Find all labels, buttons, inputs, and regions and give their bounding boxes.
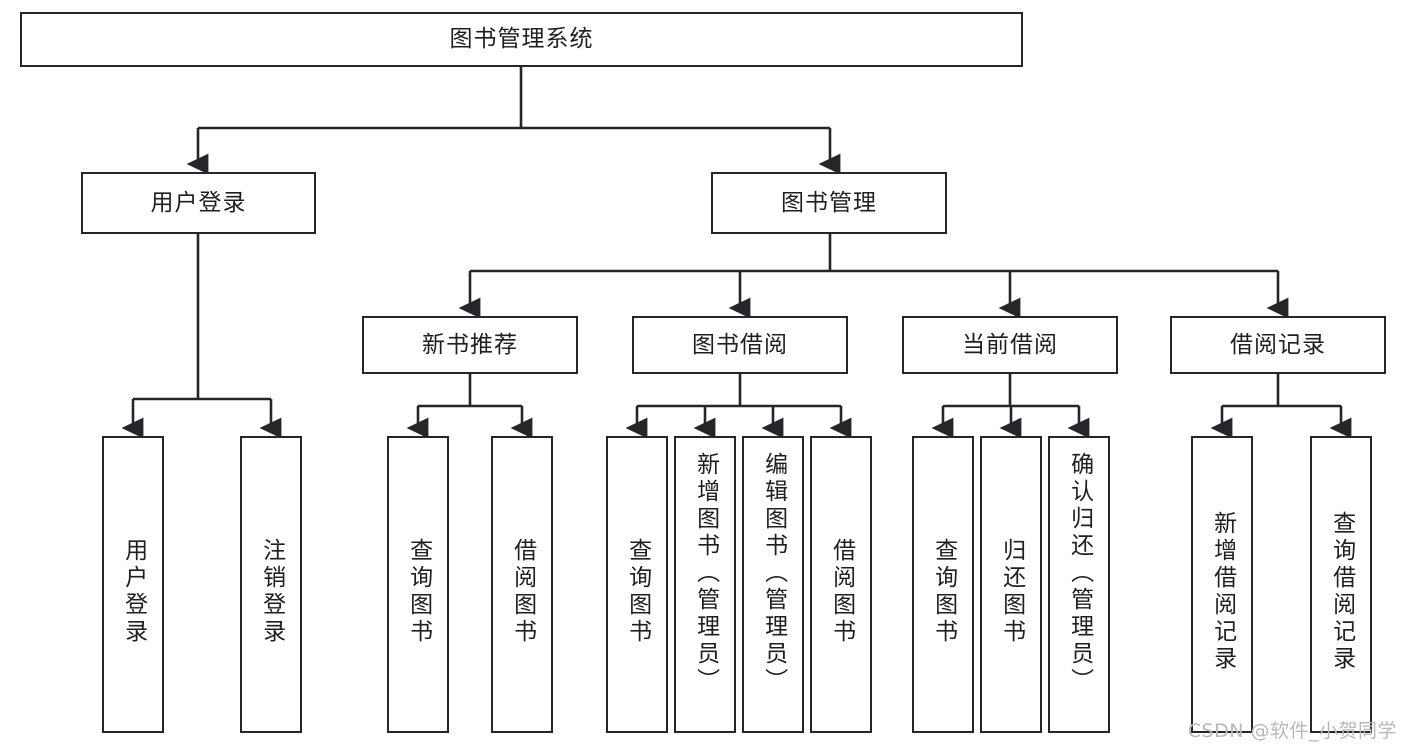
node-label: 查询借阅记录: [1328, 510, 1355, 673]
node-label: 编辑图书（管理员）: [760, 452, 787, 695]
watermark: CSDN @软件_小贺同学: [1187, 720, 1397, 742]
node-label: 新增借阅记录: [1209, 510, 1236, 673]
node-label: 图书管理: [781, 189, 877, 216]
leaf-query-book-new[interactable]: 查询图书: [387, 436, 449, 733]
leaf-query-book-borrow[interactable]: 查询图书: [606, 436, 668, 733]
leaf-user-login[interactable]: 用户登录: [102, 436, 164, 733]
leaf-query-book-current[interactable]: 查询图书: [912, 436, 974, 733]
node-label: 借阅图书: [828, 537, 855, 646]
node-book-borrow[interactable]: 图书借阅: [632, 316, 848, 374]
node-label: 用户登录: [150, 189, 247, 216]
node-label: 借阅记录: [1230, 331, 1326, 358]
node-label: 图书借阅: [692, 331, 788, 358]
leaf-return-book[interactable]: 归还图书: [980, 436, 1042, 733]
node-label: 新书推荐: [422, 331, 518, 358]
node-book-management[interactable]: 图书管理: [711, 172, 947, 234]
leaf-query-borrow-record[interactable]: 查询借阅记录: [1310, 436, 1372, 733]
node-label: 图书管理系统: [449, 26, 594, 52]
node-label: 归还图书: [998, 537, 1025, 646]
node-label: 当前借阅: [962, 331, 1058, 358]
node-label: 用户登录: [120, 537, 147, 646]
leaf-borrow-book[interactable]: 借阅图书: [810, 436, 872, 733]
node-label: 查询图书: [624, 537, 651, 646]
node-label: 查询图书: [405, 537, 432, 646]
node-label: 借阅图书: [509, 537, 536, 646]
node-label: 新增图书（管理员）: [692, 452, 719, 695]
leaf-edit-book-admin[interactable]: 编辑图书（管理员）: [742, 436, 804, 733]
node-current-borrow[interactable]: 当前借阅: [902, 316, 1118, 374]
leaf-add-borrow-record[interactable]: 新增借阅记录: [1191, 436, 1253, 733]
node-root-system[interactable]: 图书管理系统: [20, 12, 1023, 67]
node-new-book-recommend[interactable]: 新书推荐: [362, 316, 578, 374]
node-borrow-record[interactable]: 借阅记录: [1170, 316, 1386, 374]
node-label: 查询图书: [930, 537, 957, 646]
node-label: 注销登录: [258, 537, 285, 646]
leaf-borrow-book-new[interactable]: 借阅图书: [491, 436, 553, 733]
node-user-login[interactable]: 用户登录: [81, 172, 316, 234]
node-label: 确认归还（管理员）: [1066, 452, 1093, 695]
leaf-add-book-admin[interactable]: 新增图书（管理员）: [674, 436, 736, 733]
leaf-confirm-return-admin[interactable]: 确认归还（管理员）: [1048, 436, 1110, 733]
leaf-user-logout[interactable]: 注销登录: [240, 436, 302, 733]
